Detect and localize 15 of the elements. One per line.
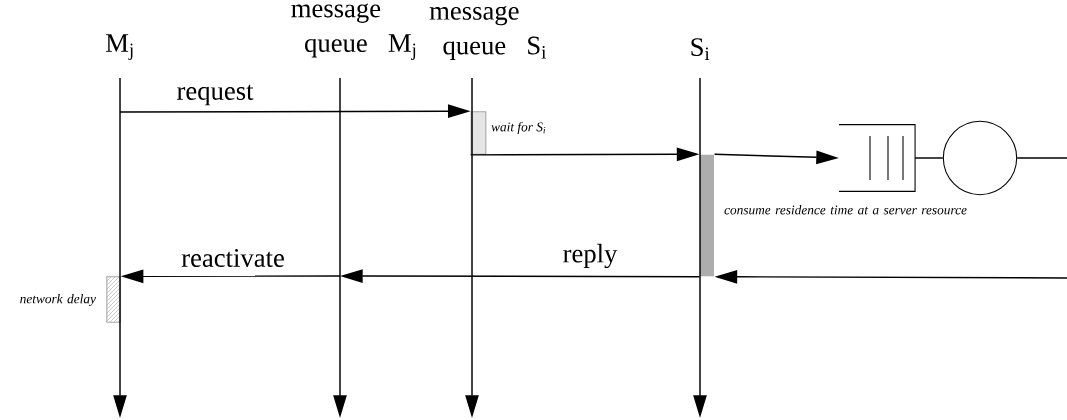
connector-line (914, 157, 944, 159)
connector-line (1016, 157, 1067, 159)
edge-label: reply (563, 243, 618, 269)
lifeline-label: message queue M$_{j}$ (291, 3, 416, 60)
activation-bar (106, 276, 121, 323)
lifeline-label: S$_{i}$ (691, 38, 710, 60)
bar-caption: consume residence time at a server resource (724, 205, 967, 215)
lifeline-label: M$_{j}$ (106, 34, 133, 60)
server-circle (942, 120, 1018, 196)
edge-label: request (177, 84, 254, 106)
bar-caption: network delay (20, 293, 96, 307)
bar-caption: wait for S$_{i}$ (491, 121, 546, 135)
edge-label: reactivate (181, 249, 284, 267)
queue-symbol (838, 124, 916, 192)
lifeline-label: message queue S$_{i}$ (429, 5, 546, 60)
